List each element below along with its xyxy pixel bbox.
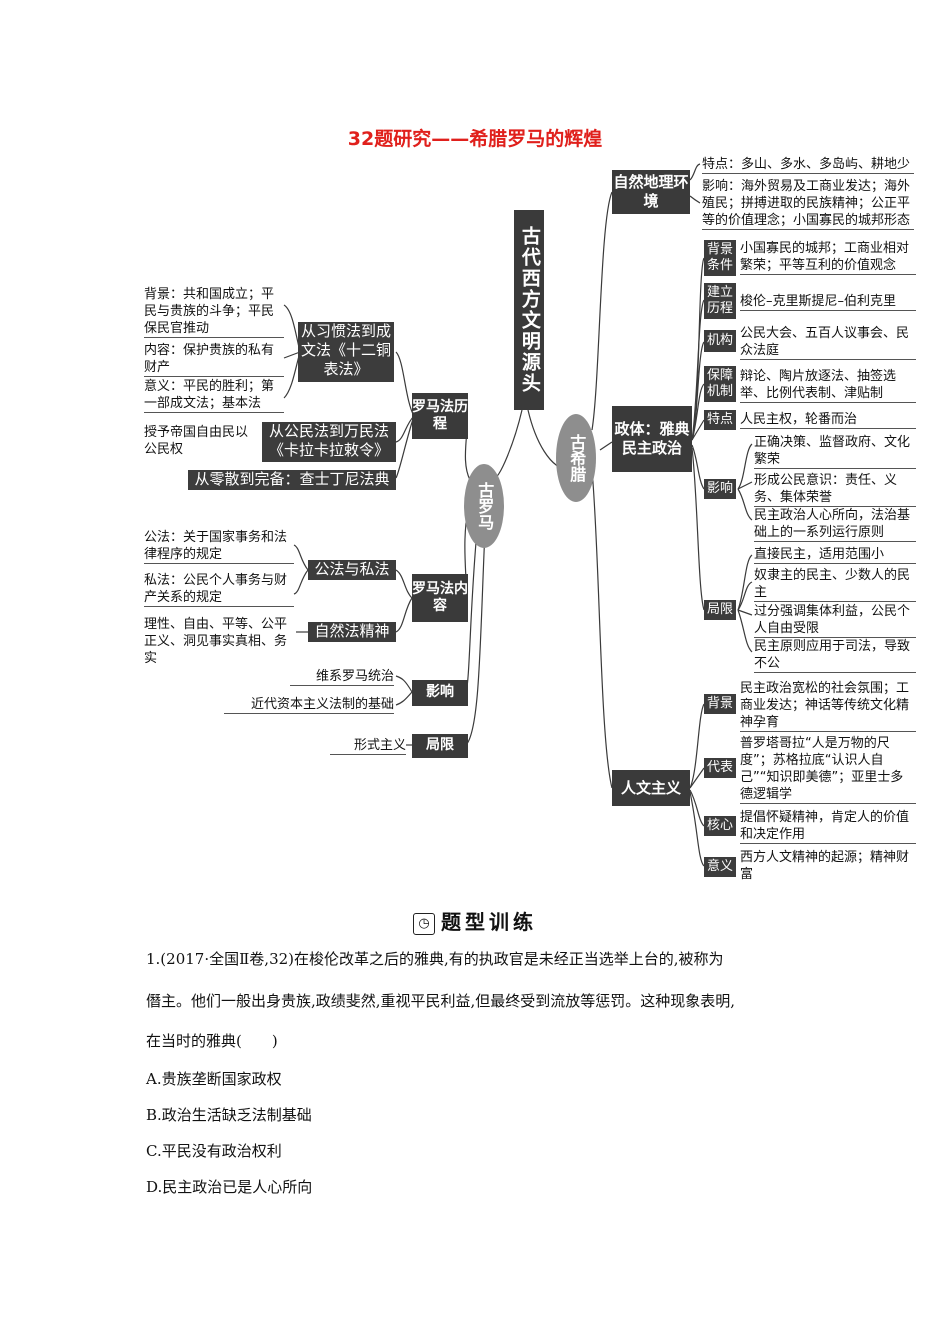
page-title: 32题研究——希腊罗马的辉煌 <box>347 128 603 150</box>
politics-influence-item: 正确决策、监督政府、文化繁荣 <box>754 434 916 469</box>
politics-history-label: 建立历程 <box>704 283 736 319</box>
roman-influence-item: 近代资本主义法制的基础 <box>224 696 394 714</box>
history-stage2-note: 授予帝国自由民以公民权 <box>144 425 249 457</box>
roman-limit-item: 形式主义 <box>330 737 406 755</box>
central-node-label: 古代西方文明源头 <box>518 226 541 394</box>
question-line: 在当时的雅典( ) <box>146 1032 278 1050</box>
central-node: 古代西方文明源头 <box>514 210 544 410</box>
politics-organ-label: 机构 <box>704 330 736 352</box>
politics-limit-item: 奴隶主的民主、少数人的民主 <box>754 567 916 602</box>
politics-mechanism: 辩论、陶片放逐法、抽签选举、比例代表制、津贴制 <box>740 368 916 403</box>
humanism-rep-label: 代表 <box>704 758 736 778</box>
humanism-core: 提倡怀疑精神，肯定人的价值和决定作用 <box>740 809 916 844</box>
mindmap-connectors <box>283 163 753 867</box>
roman-law-content-label: 罗马法内容 <box>412 580 468 615</box>
humanism-meaning-label: 意义 <box>704 857 736 877</box>
option-b[interactable]: B.政治生活缺乏法制基础 <box>146 1106 312 1124</box>
humanism-meaning: 西方人文精神的起源；精神财富 <box>740 850 910 882</box>
option-d[interactable]: D.民主政治已是人心所向 <box>146 1178 313 1196</box>
politics-node: 政体：雅典民主政治 <box>612 406 692 472</box>
politics-mechanism-label: 保障机制 <box>704 366 736 402</box>
humanism-background: 民主政治宽松的社会氛围；工商业发达；神话等传统文化精神孕育 <box>740 680 916 732</box>
politics-influence-item: 民主政治人心所向，法治基础上的一系列运行原则 <box>754 507 916 542</box>
history-stage2: 从公民法到万民法《卡拉卡拉敕令》 <box>262 422 396 462</box>
question-line: 僭主。他们一般出身贵族,政绩斐然,重视平民利益,但最终受到流放等惩罚。这种现象表… <box>146 992 736 1010</box>
politics-limit-label: 局限 <box>704 600 736 620</box>
politics-history: 梭伦–克里斯提尼–伯利克里 <box>740 293 916 311</box>
politics-label: 政体：雅典民主政治 <box>614 420 690 457</box>
politics-feature-label: 特点 <box>704 410 736 430</box>
roman-limit-node: 局限 <box>412 734 468 758</box>
politics-background: 小国寡民的城邦；工商业相对繁荣；平等互利的价值观念 <box>740 240 916 275</box>
nature-node: 自然地理环境 <box>612 170 690 214</box>
greece-node: 古希腊 <box>556 414 596 502</box>
nature-features: 特点：多山、多水、多岛屿、耕地少 <box>702 156 914 174</box>
history-stage1-meaning: 意义：平民的胜利；第一部成文法；基本法 <box>144 378 284 413</box>
rome-label: 古罗马 <box>475 482 495 530</box>
politics-feature: 人民主权，轮番而治 <box>740 411 916 429</box>
nature-influence: 影响：海外贸易及工商业发达；海外殖民；拼搏进取的民族精神；公正平等的价值理念；小… <box>702 178 914 230</box>
option-c[interactable]: C.平民没有政治权利 <box>146 1142 282 1160</box>
politics-limit-item: 过分强调集体利益，公民个人自由受限 <box>754 603 916 638</box>
greece-label: 古希腊 <box>567 434 587 482</box>
humanism-background-label: 背景 <box>704 694 736 714</box>
natural-law-desc: 理性、自由、平等、公平正义、洞见事实真相、务实 <box>144 617 288 666</box>
clock-icon: ◷ <box>413 913 435 935</box>
roman-law-history-label: 罗马法历程 <box>412 398 468 433</box>
public-law: 公法：关于国家事务和法律程序的规定 <box>144 529 294 564</box>
practice-heading-text: 题型训练 <box>441 910 537 934</box>
politics-influence-label: 影响 <box>704 479 736 499</box>
question-line: 1.(2017·全国Ⅱ卷,32)在梭伦改革之后的雅典,有的执政官是未经正当选举上… <box>146 950 724 968</box>
nature-label: 自然地理环境 <box>613 173 689 210</box>
politics-organ: 公民大会、五百人议事会、民众法庭 <box>740 325 916 360</box>
politics-background-label: 背景条件 <box>704 240 736 276</box>
politics-influence-item: 形成公民意识：责任、义务、集体荣誉 <box>754 472 916 507</box>
humanism-node: 人文主义 <box>612 770 690 806</box>
humanism-label: 人文主义 <box>620 778 681 797</box>
history-stage3: 从零散到完备：查士丁尼法典 <box>188 470 396 490</box>
humanism-rep: 普罗塔哥拉“人是万物的尺度”；苏格拉底“认识人自己”“知识即美德”；亚里士多德逻… <box>740 735 916 804</box>
politics-limit-item: 民主原则应用于司法，导致不公 <box>754 638 916 673</box>
practice-heading: ◷ 题型训练 <box>0 906 950 935</box>
public-private-law: 公法与私法 <box>308 560 396 580</box>
option-a[interactable]: A.贵族垄断国家政权 <box>146 1070 282 1088</box>
roman-law-content-node: 罗马法内容 <box>412 574 468 622</box>
roman-limit-label: 局限 <box>426 737 454 754</box>
roman-influence-label: 影响 <box>426 684 454 701</box>
rome-node: 古罗马 <box>464 464 504 548</box>
humanism-core-label: 核心 <box>704 816 736 836</box>
private-law: 私法：公民个人事务与财产关系的规定 <box>144 572 294 607</box>
history-stage1: 从习惯法到成文法《十二铜表法》 <box>298 322 394 382</box>
history-stage1-background: 背景：共和国成立；平民与贵族的斗争；平民保民官推动 <box>144 286 284 338</box>
politics-limit-item: 直接民主，适用范围小 <box>754 546 916 564</box>
natural-law-spirit: 自然法精神 <box>308 622 396 642</box>
roman-law-history-node: 罗马法历程 <box>412 393 468 439</box>
history-stage1-content: 内容：保护贵族的私有财产 <box>144 342 284 377</box>
roman-influence-node: 影响 <box>412 680 468 706</box>
roman-influence-item: 维系罗马统治 <box>290 668 394 686</box>
